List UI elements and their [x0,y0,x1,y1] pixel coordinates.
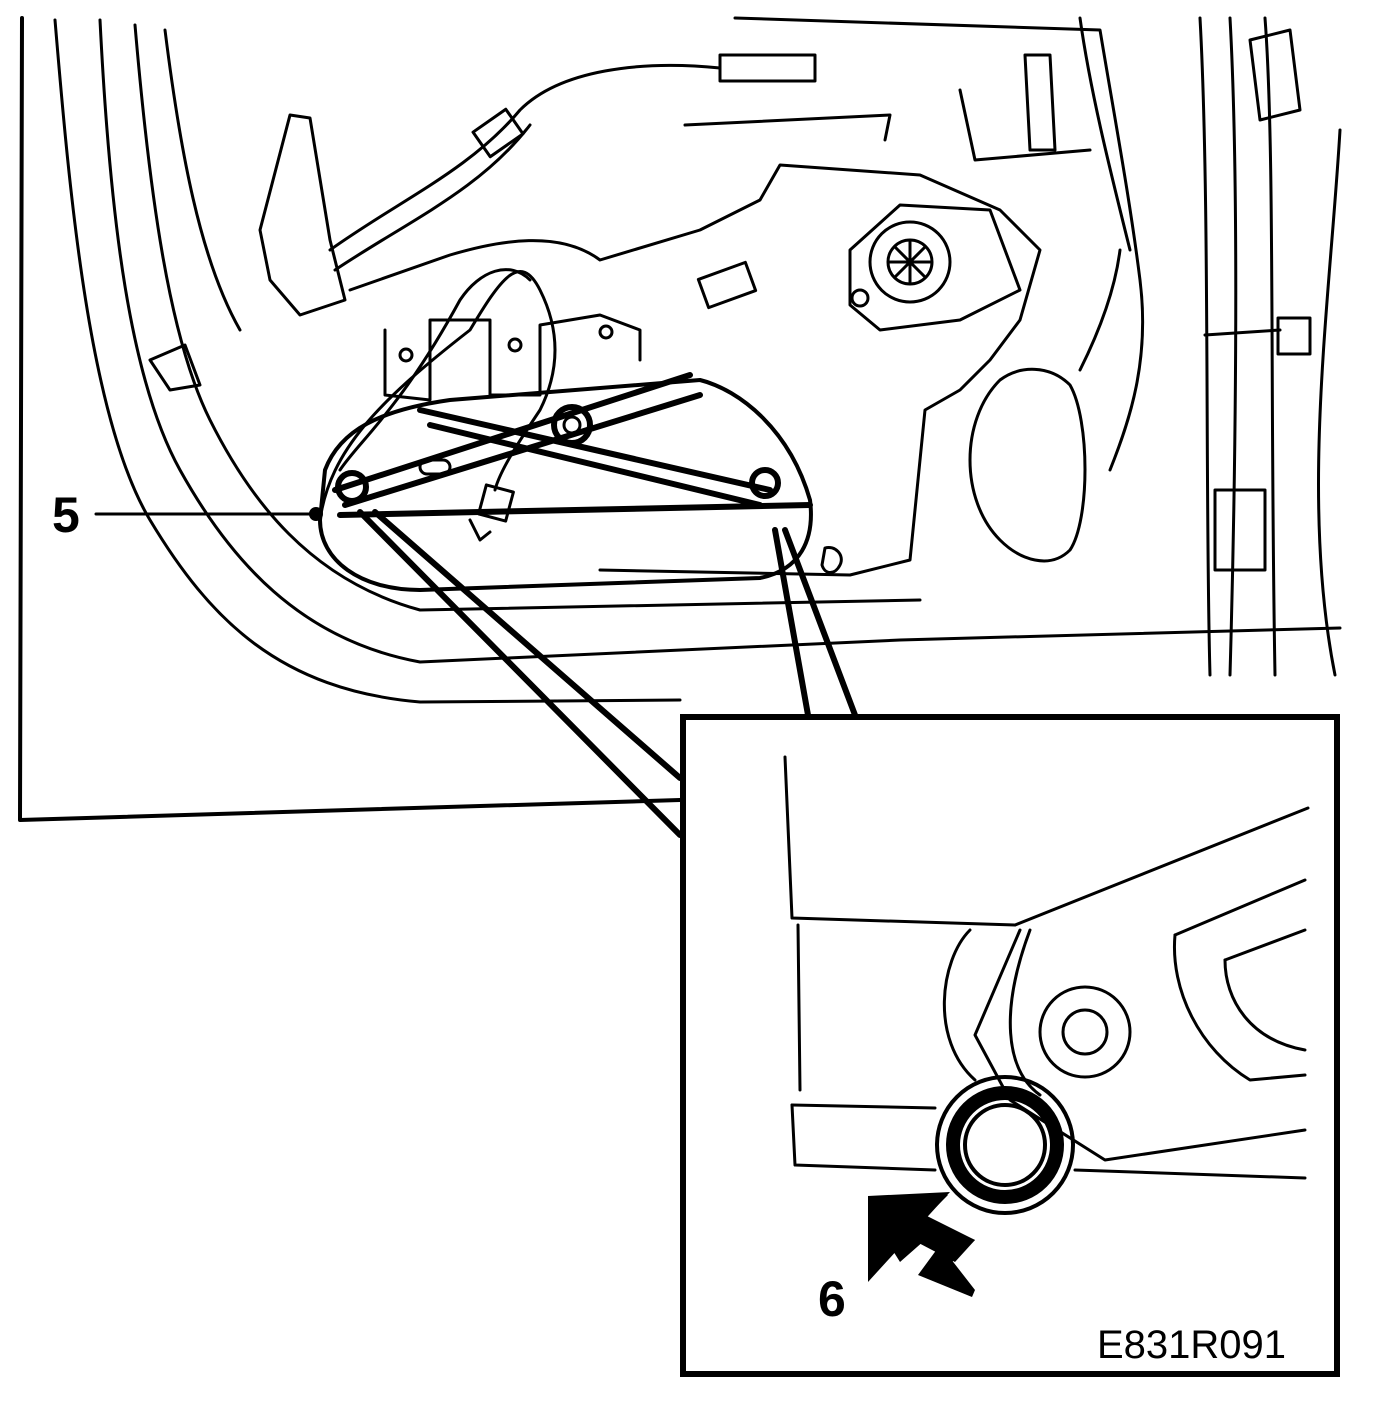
detail-inset: 6 E831R091 [680,714,1340,1377]
upper-bracket-and-cable [258,53,1092,317]
callout-5-dot [309,507,323,521]
figure-code: E831R091 [1097,1323,1286,1367]
window-regulator [318,268,843,592]
door-frame-right [733,16,1342,677]
door-panel [18,16,1342,822]
inset-frame [680,714,1340,1377]
direction-arrow-6-shaft [890,1205,975,1262]
bolt-ring [946,1086,1064,1204]
callout-6-label: 6 [818,1271,846,1327]
direction-arrow-6-tail [918,1245,975,1297]
callout-5: 5 [52,487,323,543]
bolt-inner [963,1103,1047,1187]
door-module-panel [348,163,1122,577]
bolt-outer [935,1075,1075,1215]
callout-5-label: 5 [52,487,80,543]
zoom-wedge [357,509,858,838]
